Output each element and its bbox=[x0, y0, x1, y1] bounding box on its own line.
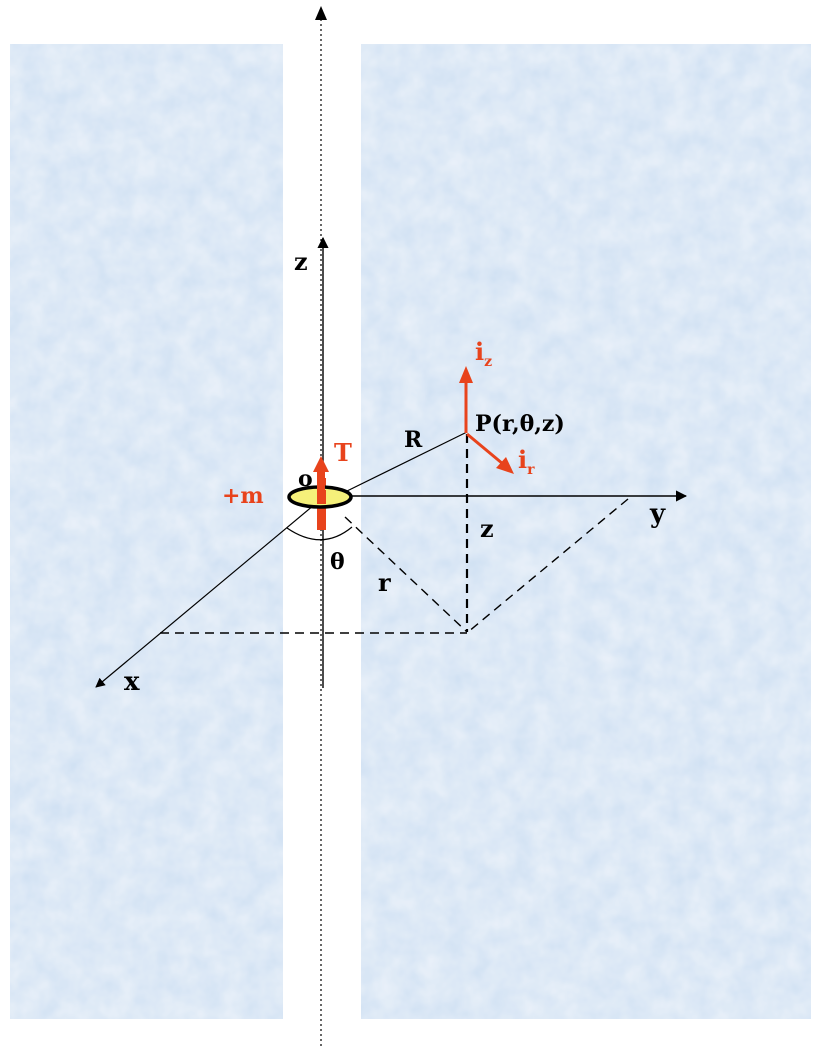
R-label: R bbox=[404, 427, 423, 453]
theta-label: θ bbox=[330, 549, 345, 575]
ir-unit-vector bbox=[466, 432, 504, 466]
formation-left bbox=[10, 44, 283, 1019]
ir-label: ir bbox=[518, 445, 535, 478]
point-label: P(r,θ,z) bbox=[475, 411, 565, 437]
iz-label-sub: z bbox=[484, 354, 492, 370]
z-axis-label: z bbox=[294, 247, 308, 276]
tension-label: T bbox=[334, 438, 352, 467]
x-axis bbox=[95, 499, 321, 688]
y-axis-label: y bbox=[649, 499, 666, 529]
projection-dashed-line-y bbox=[467, 498, 629, 633]
R-vector-line bbox=[344, 431, 468, 493]
r-dashed-line bbox=[344, 516, 468, 633]
formation-right bbox=[361, 44, 811, 1019]
source-bar-front bbox=[317, 490, 326, 504]
ir-arrowhead bbox=[496, 457, 514, 474]
iz-arrowhead bbox=[459, 366, 473, 383]
theta-arc bbox=[286, 526, 353, 541]
iz-label: iz bbox=[475, 337, 492, 370]
r-label: r bbox=[378, 568, 391, 597]
borehole-top-arrowhead bbox=[315, 6, 327, 20]
x-axis-label: x bbox=[124, 667, 140, 697]
height-label: z bbox=[480, 514, 494, 543]
origin-label: o bbox=[298, 466, 313, 492]
iz-label-main: i bbox=[475, 337, 484, 366]
mass-label: +m bbox=[222, 483, 264, 509]
ir-label-sub: r bbox=[527, 462, 535, 478]
ir-label-main: i bbox=[518, 445, 527, 474]
tension-arrowhead bbox=[313, 456, 329, 472]
